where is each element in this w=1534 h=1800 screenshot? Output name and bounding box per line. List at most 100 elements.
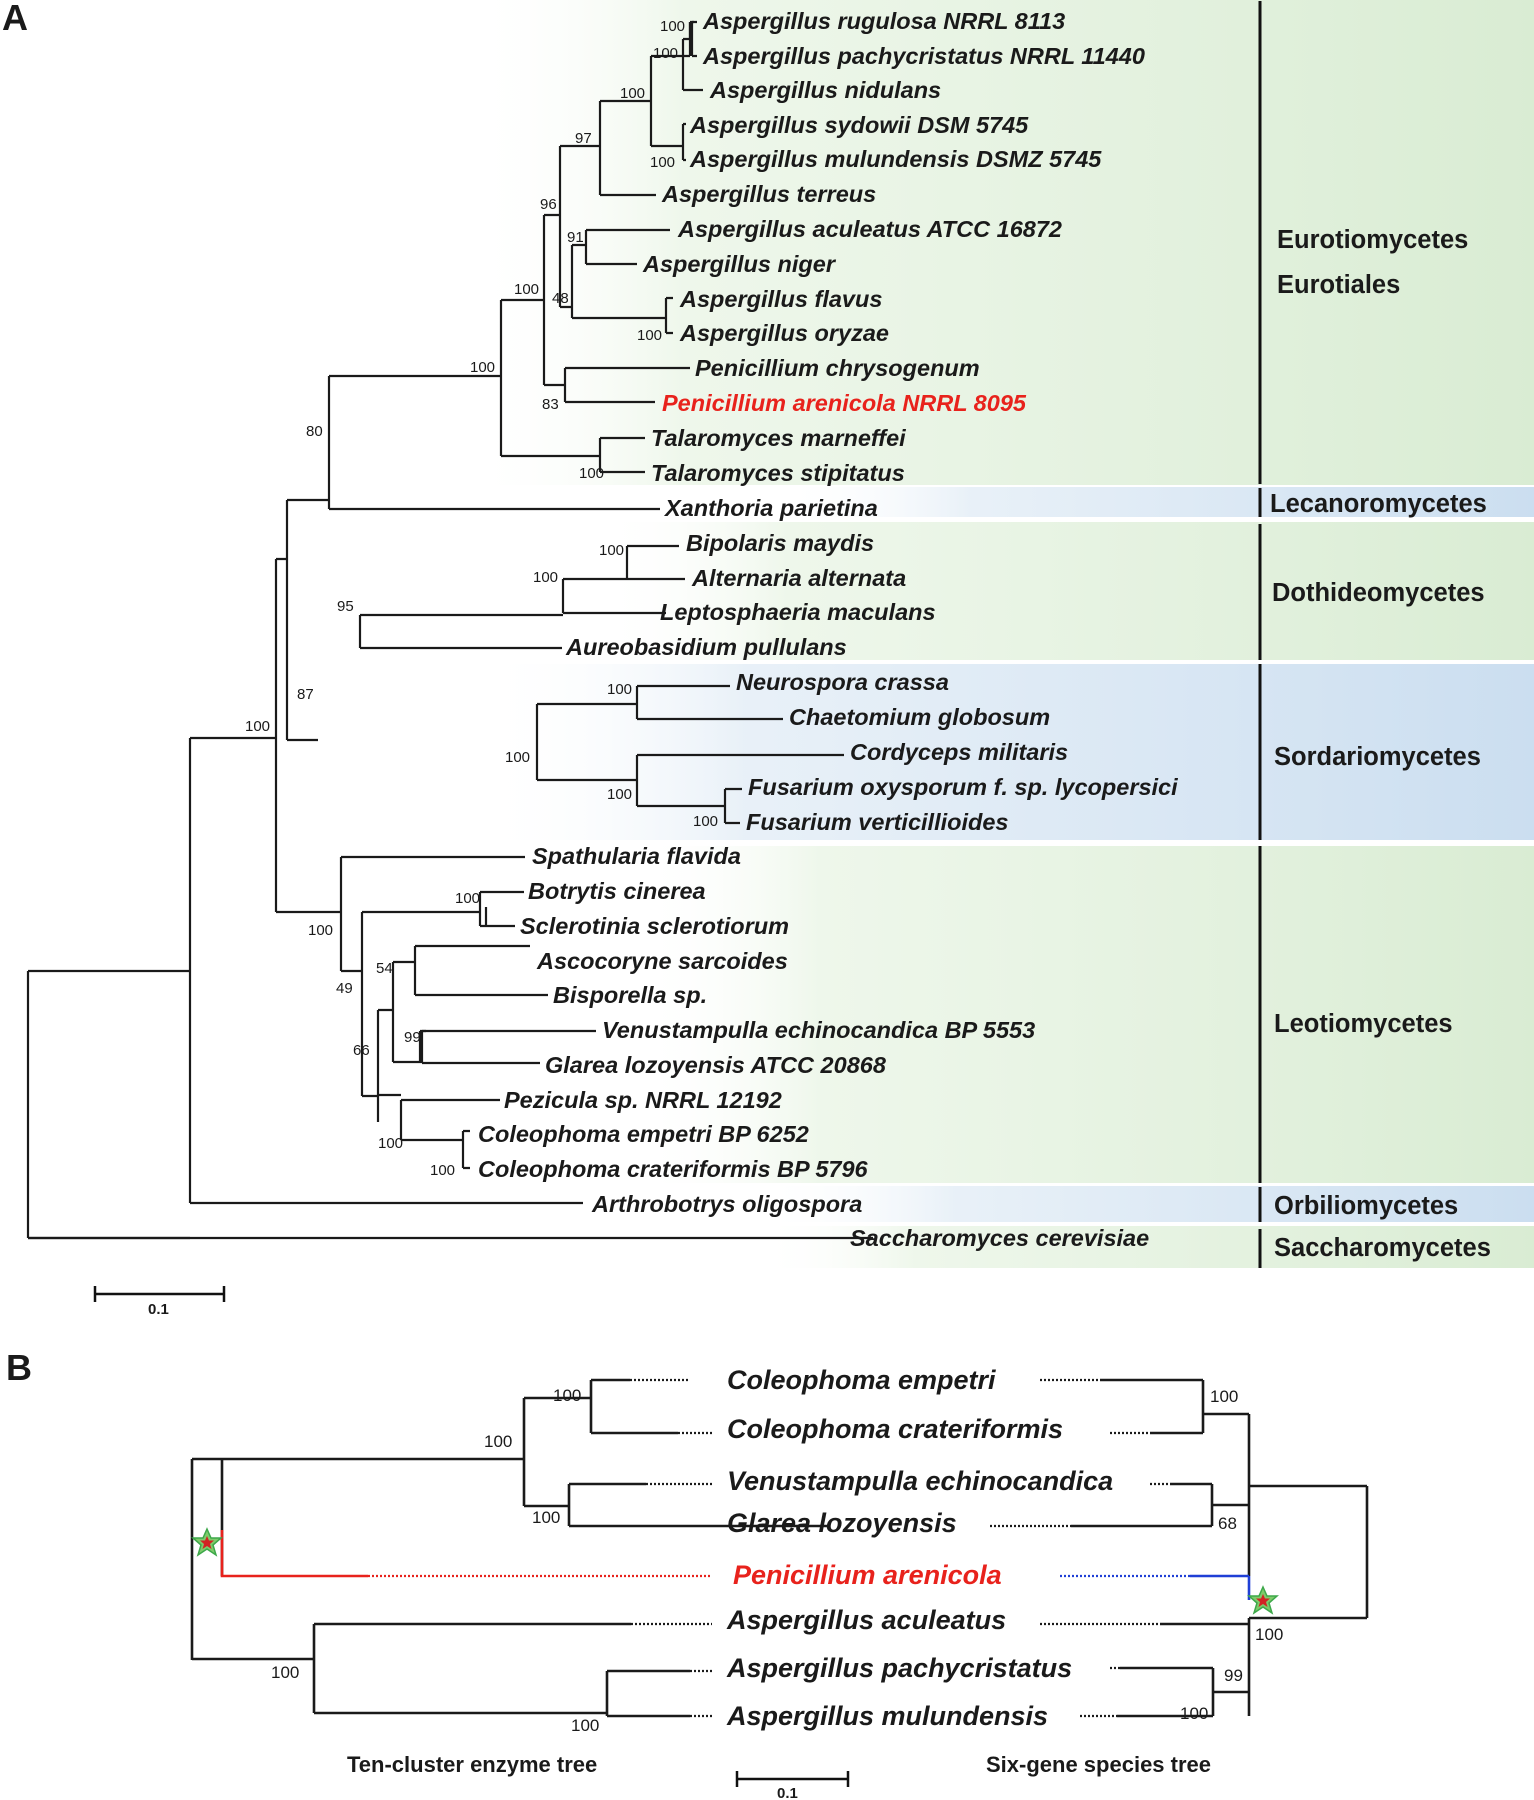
class-label: Dothideomycetes (1272, 579, 1485, 607)
bootstrap-value: 100 (553, 1386, 581, 1405)
taxon-label: Alternaria alternata (691, 565, 906, 591)
taxon-label: Bipolaris maydis (686, 530, 874, 556)
taxon-label: Aspergillus niger (642, 251, 837, 277)
bootstrap-value: 96 (540, 196, 557, 213)
bootstrap-value: 100 (378, 1135, 403, 1152)
taxon-label: Arthrobotrys oligospora (591, 1191, 862, 1217)
bootstrap-value: 95 (337, 598, 354, 615)
bootstrap-value: 100 (308, 922, 333, 939)
taxon-label: Aspergillus pachycristatus (726, 1653, 1072, 1683)
panel-b-letter: B (6, 1347, 32, 1388)
band-eurotiomycetes (470, 0, 1534, 485)
taxon-label: Coleophoma empetri (727, 1365, 996, 1395)
taxon-label: Aspergillus mulundensis DSMZ 5745 (689, 146, 1102, 172)
band-sordariomycetes (480, 664, 1534, 840)
class-label: Orbiliomycetes (1274, 1192, 1458, 1220)
bootstrap-value: 100 (470, 359, 495, 376)
bootstrap-value: 100 (579, 465, 604, 482)
taxon-label: Talaromyces stipitatus (651, 460, 905, 486)
taxon-label: Aspergillus nidulans (709, 77, 941, 103)
taxon-label: Talaromyces marneffei (651, 425, 906, 451)
bootstrap-value: 100 (271, 1663, 299, 1682)
taxon-label: Bisporella sp. (553, 982, 707, 1008)
bootstrap-value: 54 (376, 960, 393, 977)
bootstrap-value: 100 (607, 786, 632, 803)
bootstrap-value: 100 (455, 890, 480, 907)
taxon-label: Fusarium verticillioides (746, 809, 1009, 835)
right-tree-title: Six-gene species tree (986, 1752, 1211, 1777)
taxon-label: Chaetomium globosum (789, 704, 1050, 730)
taxon-label: Leptosphaeria maculans (660, 599, 936, 625)
taxon-label: Aspergillus mulundensis (726, 1701, 1048, 1731)
bootstrap-value: 49 (336, 980, 353, 997)
class-label: Lecanoromycetes (1270, 490, 1487, 518)
bootstrap-value: 100 (484, 1432, 512, 1451)
bootstrap-value: 100 (650, 154, 675, 171)
bootstrap-value: 66 (353, 1042, 370, 1059)
band-saccharomycetes (760, 1226, 1534, 1268)
taxon-label: Spathularia flavida (532, 843, 741, 869)
taxon-label: Coleophoma empetri BP 6252 (478, 1121, 809, 1147)
class-bands (470, 0, 1534, 1268)
taxon-label: Venustampulla echinocandica (727, 1466, 1113, 1496)
bootstrap-value: 100 (1210, 1387, 1238, 1406)
scale-label: 0.1 (777, 1785, 798, 1800)
taxon-label-highlight: Penicillium arenicola (733, 1560, 1002, 1590)
bootstrap-value: 99 (404, 1029, 421, 1046)
taxon-label: Glarea lozoyensis ATCC 20868 (545, 1052, 887, 1078)
taxon-label: Aspergillus oryzae (679, 320, 889, 346)
star-icon (191, 1527, 223, 1557)
panel-a-letter: A (2, 0, 28, 38)
bootstrap-value: 68 (1218, 1514, 1237, 1533)
taxon-label: Saccharomyces cerevisiae (850, 1225, 1149, 1251)
bootstrap-value: 100 (430, 1162, 455, 1179)
tree-a-edges (26, 20, 873, 1240)
taxon-label: Aspergillus pachycristatus NRRL 11440 (702, 43, 1145, 69)
taxon-label: Aspergillus aculeatus (726, 1605, 1006, 1635)
taxon-label: Neurospora crassa (736, 669, 949, 695)
star-icon (1247, 1585, 1279, 1615)
tree-b-left-dots (368, 1378, 712, 1718)
taxon-label-highlight: Penicillium arenicola NRRL 8095 (662, 390, 1027, 416)
bootstrap-value: 99 (1224, 1666, 1243, 1685)
bootstrap-value: 100 (1255, 1625, 1283, 1644)
bootstrap-value: 100 (637, 327, 662, 344)
taxon-label: Venustampulla echinocandica BP 5553 (602, 1017, 1035, 1043)
class-label: Eurotiales (1277, 271, 1400, 299)
taxon-label: Aspergillus aculeatus ATCC 16872 (677, 216, 1062, 242)
bootstrap-value: 48 (552, 290, 569, 307)
bootstrap-value: 100 (245, 718, 270, 735)
scale-label: 0.1 (148, 1301, 169, 1318)
tree-b-left-edges (190, 1378, 830, 1718)
class-label: Eurotiomycetes (1277, 226, 1468, 254)
tree-b-bootstrap: 100 100 100 100 100 100 68 100 99 100 (271, 1386, 1283, 1735)
taxon-label: Xanthoria parietina (663, 495, 878, 521)
bootstrap-value: 100 (620, 85, 645, 102)
scale-bar-b: 0.1 (735, 1771, 850, 1800)
bootstrap-value: 100 (533, 569, 558, 586)
band-leotiomycetes (640, 846, 1534, 1183)
tree-b-right-dots (990, 1378, 1190, 1718)
bootstrap-value: 100 (505, 749, 530, 766)
taxon-label: Aspergillus terreus (661, 181, 876, 207)
taxon-label: Glarea lozoyensis (727, 1508, 957, 1538)
class-label: Leotiomycetes (1274, 1010, 1453, 1038)
tree-a-bootstrap: 100 100 100 97 100 96 91 48 100 100 100 … (245, 18, 718, 1179)
bootstrap-value: 100 (693, 813, 718, 830)
bootstrap-value: 83 (542, 396, 559, 413)
class-label: Saccharomycetes (1274, 1234, 1491, 1262)
bootstrap-value: 100 (599, 542, 624, 559)
tree-a-taxa: Aspergillus rugulosa NRRL 8113 Aspergill… (478, 8, 1178, 1251)
taxon-label: Coleophoma crateriformis BP 5796 (478, 1156, 869, 1182)
bootstrap-value: 87 (297, 686, 314, 703)
taxon-label: Coleophoma crateriformis (727, 1414, 1063, 1444)
bootstrap-value: 91 (567, 229, 584, 246)
band-orbiliomycetes (760, 1186, 1534, 1222)
taxon-label: Sclerotinia sclerotiorum (520, 913, 789, 939)
band-dothideomycetes (600, 522, 1534, 660)
taxon-label: Botrytis cinerea (528, 878, 706, 904)
bootstrap-value: 100 (653, 45, 678, 62)
taxon-label: Ascocoryne sarcoides (536, 948, 788, 974)
bootstrap-value: 100 (660, 18, 685, 35)
